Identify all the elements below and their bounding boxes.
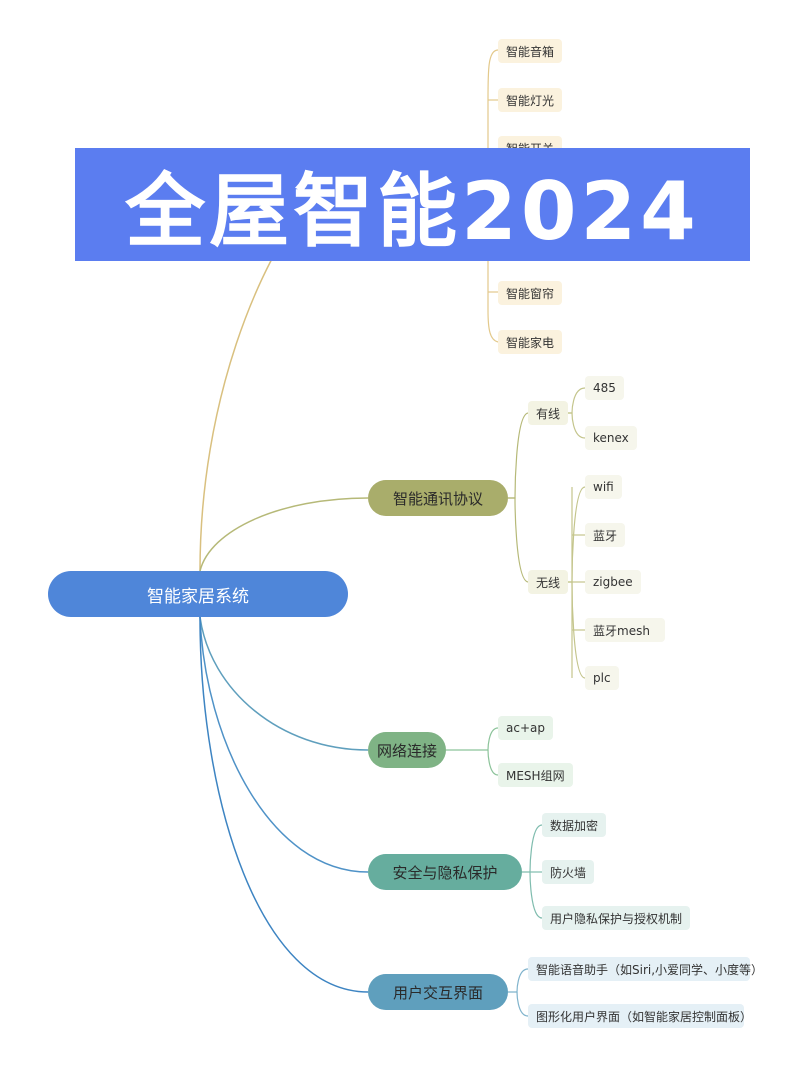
network-leaf-acap: ac+ap (498, 716, 553, 740)
branch-security: 安全与隐私保护 (368, 854, 522, 890)
security-leaf-privacy: 用户隐私保护与授权机制 (542, 906, 691, 930)
wireless-leaf-bluetooth: 蓝牙 (585, 523, 626, 547)
title-banner: 全屋智能2024 (75, 148, 750, 261)
ui-leaf-graphical: 图形化用户界面（如智能家居控制面板） (528, 1004, 752, 1028)
device-leaf-appliance: 智能家电 (498, 330, 563, 354)
connector-network (199, 616, 369, 751)
branch-ui: 用户交互界面 (368, 974, 508, 1010)
connector-protocol (199, 497, 369, 572)
protocol-wireless: 无线 (528, 570, 569, 594)
wireless-leaf-plc: plc (585, 666, 619, 690)
branch-network: 网络连接 (368, 732, 446, 768)
ui-leaf-voice-assistant: 智能语音助手（如Siri,小爱同学、小度等） (528, 957, 763, 981)
security-leaf-encryption: 数据加密 (542, 813, 607, 837)
security-leaf-firewall: 防火墙 (542, 860, 595, 884)
connector-ui (199, 616, 369, 993)
wired-leaf-485: 485 (585, 376, 624, 400)
branch-protocol: 智能通讯协议 (368, 480, 508, 516)
wireless-leaf-zigbee: zigbee (585, 570, 641, 594)
protocol-wired: 有线 (528, 401, 569, 425)
network-leaf-mesh: MESH组网 (498, 763, 573, 787)
connector-security (199, 616, 369, 873)
wireless-leaf-bluetooth-mesh: 蓝牙mesh (585, 618, 665, 642)
device-leaf-speaker: 智能音箱 (498, 39, 563, 63)
wired-leaf-kenex: kenex (585, 426, 637, 450)
device-leaf-lighting: 智能灯光 (498, 88, 563, 112)
root-node: 智能家居系统 (48, 571, 348, 617)
wireless-leaf-wifi: wifi (585, 475, 622, 499)
device-leaf-curtain: 智能窗帘 (498, 281, 563, 305)
